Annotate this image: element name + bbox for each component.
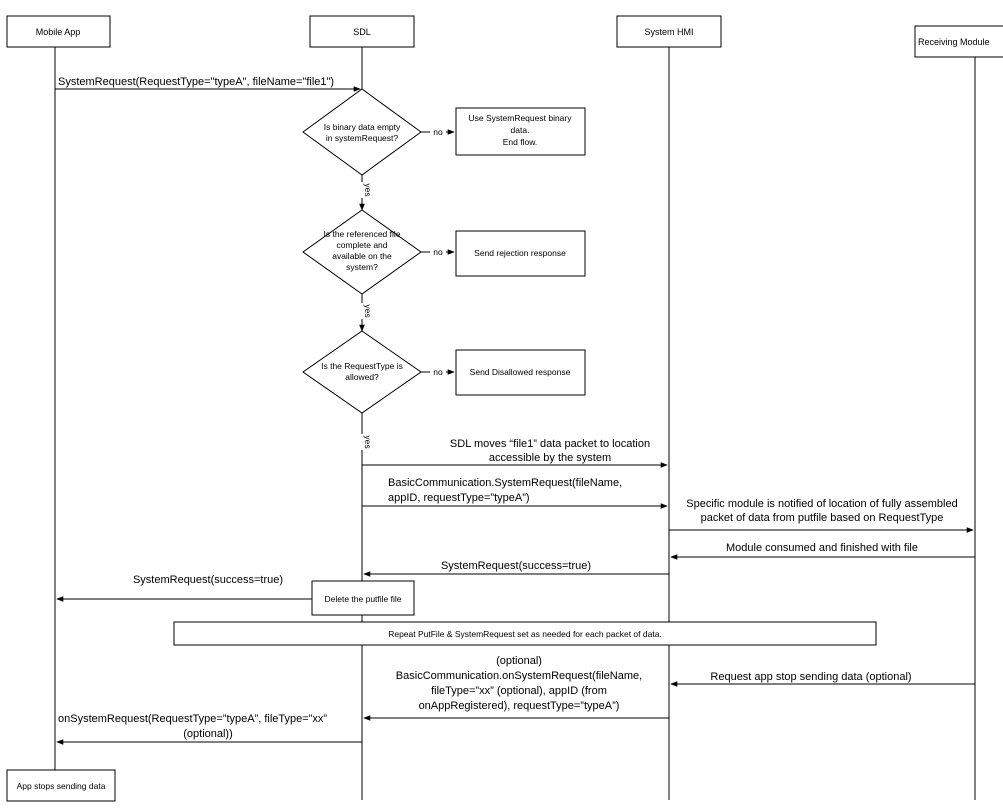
branch-yes-label-1: yes xyxy=(363,183,373,196)
decision-3-line-1: Is the RequestType is xyxy=(321,361,403,371)
action-app-stops: App stops sending data xyxy=(6,769,116,802)
decision-2-line-1: Is the referenced file xyxy=(323,229,400,239)
branch-no-label-2: no xyxy=(433,247,443,257)
message-module-notified-label-1: Specific module is notified of location … xyxy=(686,498,957,510)
svg-text:Send rejection response: Send rejection response xyxy=(474,248,566,258)
branch-yes-label-3: yes xyxy=(363,435,373,448)
branch-yes-label-2: yes xyxy=(363,304,373,317)
decision-requesttype-allowed xyxy=(302,330,422,414)
branch-no-label-3: no xyxy=(433,367,443,377)
decision-1-line-1: Is binary data empty xyxy=(324,122,401,132)
message-bc-onsystemrequest-label-3: fileType=”xx” (optional), appID (from xyxy=(431,685,607,697)
svg-text:Mobile App: Mobile App xyxy=(36,27,81,37)
message-success-hmi-label: SystemRequest(success=true) xyxy=(441,560,591,572)
message-systemrequest-label: SystemRequest(RequestType="typeA", fileN… xyxy=(58,76,334,88)
decision-1-line-2: in systemRequest? xyxy=(326,133,399,143)
participant-receiving-module: Receiving Module xyxy=(914,25,1003,58)
action-use-binary-data: Use SystemRequest binary data. End flow. xyxy=(455,107,586,156)
decision-binary-data-empty xyxy=(302,88,422,176)
svg-text:Receiving Module: Receiving Module xyxy=(918,37,990,47)
svg-text:App stops sending data: App stops sending data xyxy=(17,781,106,791)
message-stop-request-label: Request app stop sending data (optional) xyxy=(710,671,911,683)
message-sdl-moves-label-2: accessible by the system xyxy=(489,452,611,464)
participant-mobile-app: Mobile App xyxy=(6,15,111,48)
action-send-disallowed: Send Disallowed response xyxy=(455,349,586,396)
message-onsystemrequest-label-2: (optional)) xyxy=(183,728,233,740)
message-onsystemrequest-label-1: onSystemRequest(RequestType=”typeA”, fil… xyxy=(58,713,327,725)
svg-text:System HMI: System HMI xyxy=(644,27,693,37)
message-bc-systemrequest-label-2: appID, requestType=”typeA”) xyxy=(388,492,530,504)
svg-text:End flow.: End flow. xyxy=(503,137,538,147)
message-module-notified-label-2: packet of data from putfile based on Req… xyxy=(701,512,944,524)
svg-text:Delete the putfile file: Delete the putfile file xyxy=(324,594,401,604)
message-sdl-moves-label-1: SDL moves “file1” data packet to locatio… xyxy=(450,438,650,450)
decision-2-line-3: available on the xyxy=(332,251,392,261)
message-bc-onsystemrequest-label-4: onAppRegistered), requestType=”typeA”) xyxy=(419,700,620,712)
repeat-note: Repeat PutFile & SystemRequest set as ne… xyxy=(173,621,877,646)
participant-sdl: SDL xyxy=(309,15,415,48)
decision-3-line-2: allowed? xyxy=(345,372,379,382)
action-delete-putfile: Delete the putfile file xyxy=(311,580,415,616)
svg-text:Use SystemRequest binary: Use SystemRequest binary xyxy=(469,113,573,123)
decision-2-line-2: complete and xyxy=(336,240,387,250)
action-send-rejection: Send rejection response xyxy=(455,230,586,277)
message-bc-systemrequest-label-1: BasicCommunication.SystemRequest(fileNam… xyxy=(388,477,622,489)
participant-system-hmi: System HMI xyxy=(616,15,722,48)
message-module-consumed-label: Module consumed and finished with file xyxy=(726,542,918,554)
svg-text:data.: data. xyxy=(511,125,530,135)
decision-2-line-4: system? xyxy=(346,262,378,272)
message-bc-onsystemrequest-label-2: BasicCommunication.onSystemRequest(fileN… xyxy=(396,670,642,682)
svg-text:Send Disallowed response: Send Disallowed response xyxy=(470,367,571,377)
svg-text:SDL: SDL xyxy=(353,27,371,37)
svg-text:Repeat PutFile & SystemRequest: Repeat PutFile & SystemRequest set as ne… xyxy=(388,629,662,639)
message-success-app-label: SystemRequest(success=true) xyxy=(133,574,283,586)
message-bc-onsystemrequest-label-1: (optional) xyxy=(496,655,542,667)
branch-no-label-1: no xyxy=(433,127,443,137)
